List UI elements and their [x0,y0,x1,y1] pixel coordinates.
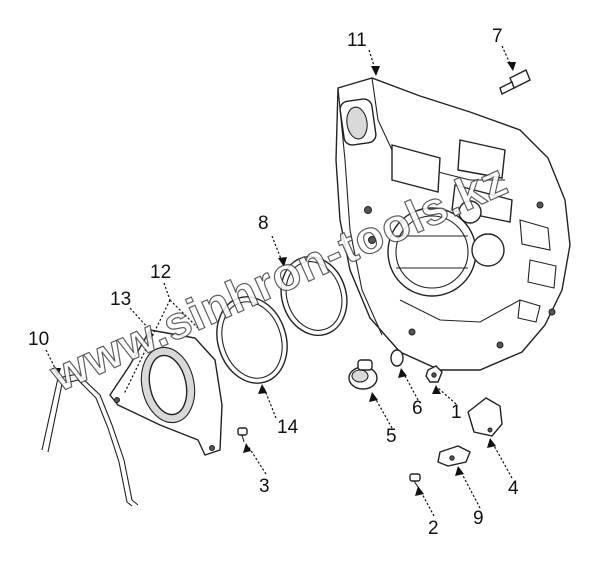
callout-13: 13 [110,289,131,310]
part-4-cover-plate [467,397,503,437]
callout-12: 12 [150,262,171,283]
callout-labels: 11 7 8 12 13 10 14 3 5 6 1 4 9 2 [28,26,519,539]
callout-14: 14 [277,417,299,438]
callout-7: 7 [492,26,503,47]
callout-3: 3 [259,476,270,497]
part-14-seal-ring-inner [221,301,283,379]
part-7-bolt [499,69,531,95]
callout-10: 10 [28,329,49,350]
callout-6: 6 [412,398,423,419]
callout-9: 9 [473,508,484,529]
callout-11: 11 [347,30,367,51]
leader-lines [45,45,513,517]
part-8-seal-ring-inner [285,261,343,331]
part-3-screw [237,427,248,443]
part-2-screw [409,473,421,488]
callout-8: 8 [258,213,269,234]
part-5-plug [348,359,378,390]
leader-arrowheads [52,62,516,496]
part-10-gasket-inner [47,379,133,507]
part-14-seal-ring [216,296,288,384]
part-9-clamp [437,445,471,467]
callout-1: 1 [451,402,462,423]
part-12-13-seal-housing [109,329,223,456]
callout-5: 5 [386,426,397,447]
callout-2: 2 [428,518,439,539]
part-10-gasket [41,373,139,506]
part-1-nut [425,365,443,383]
part-8-seal-ring [280,255,348,337]
callout-4: 4 [508,478,519,499]
part-6-plug [390,349,404,367]
part-11-flywheel-housing [335,77,571,371]
